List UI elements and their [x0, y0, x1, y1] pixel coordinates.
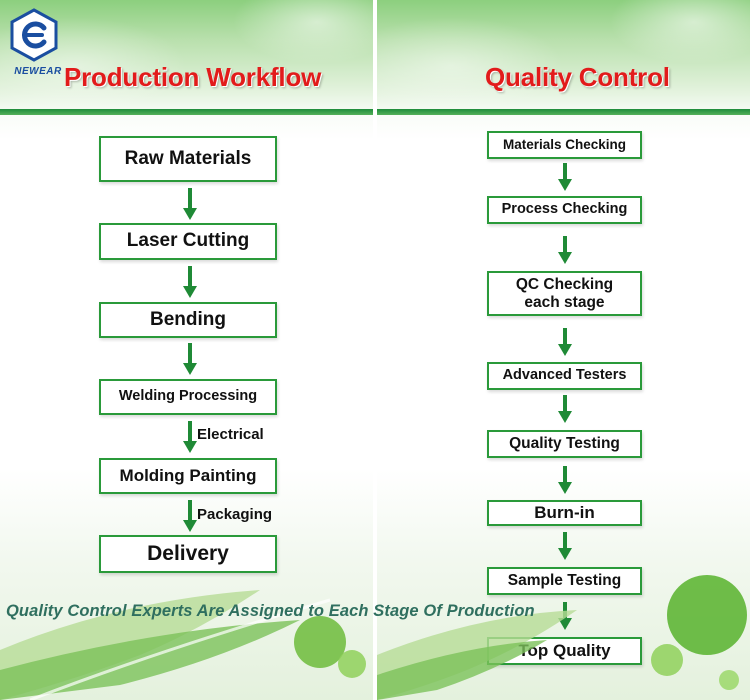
quality-control-panel: Quality Control Materials Checking Proce… — [377, 0, 750, 700]
step-delivery: Delivery — [99, 535, 277, 573]
panel-title-production: Production Workflow — [64, 62, 322, 92]
qc-step-materials-checking: Materials Checking — [487, 131, 642, 159]
panel-title-quality: Quality Control — [485, 62, 670, 92]
header-band — [377, 0, 750, 110]
down-arrow-icon — [183, 500, 197, 532]
down-arrow-icon — [558, 395, 572, 423]
bottom-banner-text: Quality Control Experts Are Assigned to … — [6, 602, 535, 620]
qc-step-process-checking: Process Checking — [487, 196, 642, 224]
decorative-swoosh — [0, 590, 366, 700]
down-arrow-icon — [183, 188, 197, 220]
down-arrow-icon — [183, 343, 197, 375]
logo-wordmark: NEWEAR — [14, 66, 62, 77]
side-label-packaging: Packaging — [197, 506, 273, 523]
step-welding-processing: Welding Processing — [99, 379, 277, 415]
step-laser-cutting: Laser Cutting — [99, 223, 277, 260]
down-arrow-icon — [558, 163, 572, 191]
down-arrow-icon — [558, 328, 572, 356]
step-raw-materials: Raw Materials — [99, 136, 277, 182]
header-divider — [0, 109, 373, 115]
logo-icon — [10, 8, 58, 62]
qc-step-quality-testing: Quality Testing — [487, 430, 642, 458]
decorative-swoosh — [377, 575, 747, 700]
down-arrow-icon — [558, 236, 572, 264]
header-divider — [377, 109, 750, 115]
qc-step-advanced-testers: Advanced Testers — [487, 362, 642, 390]
header-band — [0, 0, 373, 110]
down-arrow-icon — [558, 532, 572, 560]
side-label-electrical: Electrical — [197, 426, 264, 443]
qc-step-qc-checking: QC Checking each stage — [487, 271, 642, 316]
down-arrow-icon — [183, 421, 197, 453]
down-arrow-icon — [558, 466, 572, 494]
step-bending: Bending — [99, 302, 277, 338]
qc-step-sample-testing: Sample Testing — [487, 567, 642, 595]
step-molding-painting: Molding Painting — [99, 458, 277, 494]
production-workflow-panel: NEWEAR Production Workflow Raw Materials… — [0, 0, 373, 700]
brand-logo: NEWEAR — [6, 6, 62, 78]
down-arrow-icon — [183, 266, 197, 298]
qc-step-burn-in: Burn-in — [487, 500, 642, 526]
